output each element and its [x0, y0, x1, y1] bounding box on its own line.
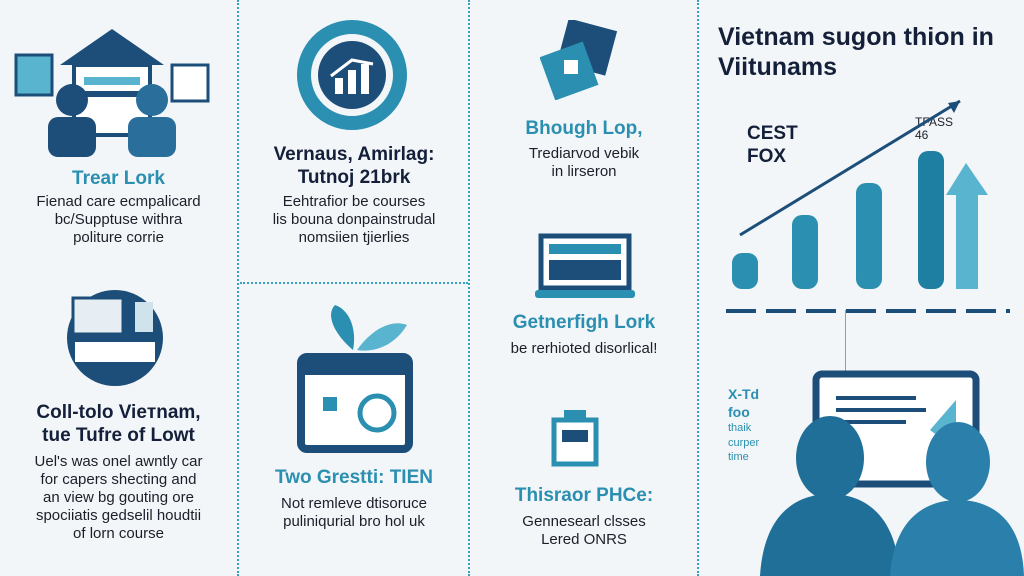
- side-note-line: foo: [728, 404, 750, 421]
- puzzle-icon: [540, 20, 618, 100]
- computer-icon: [67, 290, 163, 386]
- plant-calendar-icon: [297, 305, 413, 453]
- section-heading: Two Grestti: TIEN: [275, 467, 433, 488]
- peak-value: 46: [915, 128, 929, 143]
- section-body: Uel's was onel awntly car for capers she…: [0, 453, 237, 543]
- side-note-line: thaik: [728, 422, 752, 435]
- section-heading: Getnerfigh Lork: [512, 312, 656, 333]
- section-body: be rerhioted disorlical!: [510, 340, 658, 357]
- body-line: Lered ONRS: [541, 531, 627, 548]
- people-monitor-illustration: [760, 370, 1024, 576]
- peak-label-text: TFASS: [915, 115, 954, 129]
- section-body: Trediarvod vebik in lirseron: [471, 145, 697, 181]
- peak-label: TFASS 46: [915, 115, 954, 143]
- section-body: Eehtrafior be courses lis bouna donpains…: [240, 193, 468, 247]
- side-note: X-Td foo thaik curper time: [728, 385, 759, 464]
- building-icon: [551, 410, 599, 467]
- section-body: Fienad care ecmpalicard bc/Supptuse with…: [0, 193, 237, 247]
- bar-chart: [726, 99, 1010, 313]
- body-line: in lirseron: [551, 163, 617, 180]
- body-line: lis bouna donpainstrudal: [272, 211, 436, 228]
- section-heading: Coll-tolo Vieтnam, tue Tufre of Lowt: [0, 402, 237, 448]
- heading-line: tue Tufre of Lowt: [42, 424, 195, 446]
- trend-arrow: [739, 99, 961, 237]
- body-line: Not remleve dtisoruce: [281, 495, 427, 512]
- up-arrow: [946, 163, 988, 289]
- heading-line: Vernaus, Amirlag:: [273, 144, 435, 165]
- bar: [792, 215, 818, 289]
- section-body: Not remleve dtisoruce puliniqurial bro h…: [240, 495, 468, 531]
- heading-line: Coll-tolo Vieтnam,: [36, 402, 201, 423]
- laptop-icon: [535, 233, 635, 298]
- body-line: Trediarvod vebik: [528, 145, 640, 162]
- body-line: bc/Supptuse withra: [54, 211, 183, 228]
- chart-label-line: FOX: [747, 145, 787, 167]
- body-line: politure corrie: [73, 229, 164, 246]
- body-line: Eehtrafior be courses: [282, 193, 426, 210]
- side-note-line: X-Td: [728, 386, 760, 402]
- page-title: Vietnam sugon thion in Viitunams: [718, 23, 994, 81]
- side-note-line: curper: [728, 436, 760, 449]
- body-line: Gennesearl clsses: [522, 513, 646, 530]
- body-line: an view bg gouting ore: [43, 489, 194, 506]
- body-line: Fienad care ecmpalicard: [36, 193, 201, 210]
- chart-label: CEST FOX: [747, 123, 798, 169]
- body-line: spociiatis gedselil houdtii: [35, 507, 202, 524]
- bar: [918, 151, 944, 289]
- section-heading: Bhough Lop,: [525, 118, 643, 139]
- divider: [237, 0, 239, 576]
- body-line: puliniqurial bro hol uk: [283, 513, 425, 530]
- divider: [468, 0, 470, 576]
- school-icon: [14, 29, 210, 157]
- bar: [732, 253, 758, 289]
- body-line: Uel's was onel awntly car: [34, 453, 203, 470]
- heading-line: Tutnoj 21brk: [297, 166, 411, 188]
- body-line: for capers shecting and: [40, 471, 197, 488]
- section-heading: Vernaus, Amirlag: Tutnoj 21brk: [240, 144, 468, 190]
- side-note-line: time: [728, 450, 749, 463]
- divider: [240, 282, 468, 284]
- chart-label-line: CEST: [747, 123, 798, 144]
- body-line: nomsiien tjierlies: [298, 229, 410, 246]
- divider: [697, 0, 699, 576]
- section-heading: Thisraor PHCe:: [514, 485, 654, 506]
- growth-chart-icon: [297, 20, 407, 130]
- section-body: Gennesearl clsses Lered ONRS: [471, 513, 697, 549]
- connector-line: [845, 310, 846, 375]
- section-heading: Trear Lork: [72, 168, 165, 189]
- bar: [856, 183, 882, 289]
- body-line: of lorn course: [73, 525, 164, 542]
